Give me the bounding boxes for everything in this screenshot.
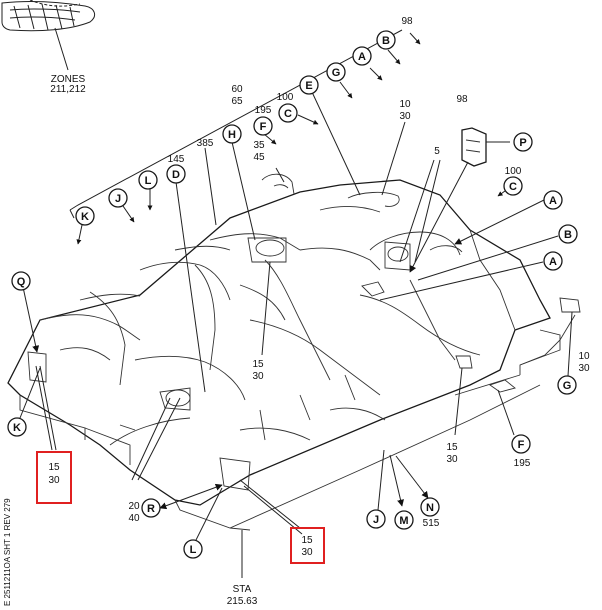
zones-leader-line	[54, 27, 69, 71]
num-10-top: 10	[399, 99, 411, 110]
sta-value: 215.63	[227, 596, 258, 607]
num-10-right: 10	[578, 351, 590, 362]
highlight-box-left	[36, 451, 72, 504]
callout-c-right: C	[503, 176, 523, 196]
zones-label: ZONES	[51, 74, 86, 85]
num-195-f: 195	[514, 458, 531, 469]
svg-text:G: G	[332, 67, 341, 79]
svg-text:A: A	[549, 195, 557, 207]
callout-circles: A B G E C F H D L J K P C A B A Q K G F …	[7, 30, 578, 559]
callout-l-top: L	[138, 170, 158, 190]
sta-label: STA	[233, 584, 252, 595]
svg-text:K: K	[81, 211, 89, 223]
svg-text:M: M	[399, 515, 408, 527]
svg-text:F: F	[260, 121, 267, 133]
svg-text:F: F	[518, 439, 525, 451]
svg-text:H: H	[228, 129, 236, 141]
leader-lines	[19, 32, 573, 578]
svg-text:B: B	[382, 35, 390, 47]
callout-g-top: G	[326, 62, 346, 82]
callout-boundary-line	[69, 29, 403, 211]
callout-r: R	[141, 498, 161, 518]
svg-text:J: J	[115, 193, 121, 205]
fuel-tank-body	[7, 173, 581, 531]
svg-text:N: N	[426, 502, 434, 514]
num-30-boxed-left: 30	[48, 475, 60, 486]
svg-text:A: A	[358, 51, 366, 63]
num-60: 60	[231, 84, 243, 95]
num-515: 515	[423, 518, 440, 529]
aircraft-locator-view	[1, 0, 96, 71]
callout-g-right: G	[557, 375, 577, 395]
number-labels: 98 60 65 195 100 35 45 145 385 10 30 5 9…	[48, 16, 590, 607]
highlight-box-bottom	[290, 527, 325, 564]
svg-text:J: J	[373, 514, 379, 526]
svg-text:P: P	[519, 137, 526, 149]
callout-f-right: F	[511, 434, 531, 454]
callout-f-top: F	[253, 116, 273, 136]
drawing-reference-code: E 2511211OA SHT 1 REV 279	[3, 498, 12, 606]
num-30-top: 30	[399, 111, 411, 122]
svg-text:K: K	[13, 422, 21, 434]
num-15-center: 15	[252, 359, 264, 370]
callout-j-bottom: J	[366, 509, 386, 529]
num-40: 40	[128, 513, 140, 524]
svg-text:D: D	[172, 169, 180, 181]
svg-text:B: B	[564, 229, 572, 241]
callout-c-top: C	[278, 103, 298, 123]
num-100-top: 100	[277, 92, 294, 103]
num-98-p: 98	[456, 94, 468, 105]
num-20: 20	[128, 501, 140, 512]
callout-q: Q	[11, 271, 31, 291]
num-145: 145	[168, 154, 185, 165]
callout-h: H	[222, 124, 242, 144]
callout-d: D	[166, 164, 186, 184]
num-15-lower: 15	[446, 442, 458, 453]
num-98-top: 98	[401, 16, 413, 27]
num-65: 65	[231, 96, 243, 107]
svg-text:A: A	[549, 256, 557, 268]
svg-text:E: E	[305, 80, 312, 92]
num-100-c: 100	[505, 166, 522, 177]
callout-n: N	[420, 497, 440, 517]
num-30-center: 30	[252, 371, 264, 382]
callout-l-bottom: L	[183, 539, 203, 559]
svg-text:G: G	[563, 380, 572, 392]
svg-text:L: L	[145, 175, 152, 187]
num-195-top: 195	[255, 105, 272, 116]
svg-text:L: L	[190, 544, 197, 556]
callout-j-top: J	[108, 188, 128, 208]
svg-text:C: C	[284, 108, 292, 120]
callout-a-right-2: A	[543, 251, 563, 271]
fitting-p-detail	[461, 127, 510, 167]
callout-k-left: K	[7, 417, 27, 437]
callout-k-top: K	[75, 206, 95, 226]
callout-b-top: B	[376, 30, 396, 50]
callout-b-right: B	[558, 224, 578, 244]
callout-m: M	[394, 510, 414, 530]
callout-a-top: A	[352, 46, 372, 66]
num-30-boxed-bottom: 30	[301, 547, 313, 558]
num-385: 385	[197, 138, 214, 149]
num-35: 35	[253, 140, 265, 151]
num-15-boxed-left: 15	[48, 462, 60, 473]
num-30-right: 30	[578, 363, 590, 374]
num-5: 5	[434, 146, 440, 157]
zones-value: 211,212	[50, 84, 86, 95]
callout-e-top: E	[299, 75, 319, 95]
callout-a-right-1: A	[543, 190, 563, 210]
svg-text:Q: Q	[17, 276, 26, 288]
svg-text:R: R	[147, 503, 155, 515]
num-15-boxed-bottom: 15	[301, 535, 313, 546]
num-45: 45	[253, 152, 265, 163]
svg-text:C: C	[509, 181, 517, 193]
callout-p: P	[513, 132, 533, 152]
num-30-lower: 30	[446, 454, 458, 465]
